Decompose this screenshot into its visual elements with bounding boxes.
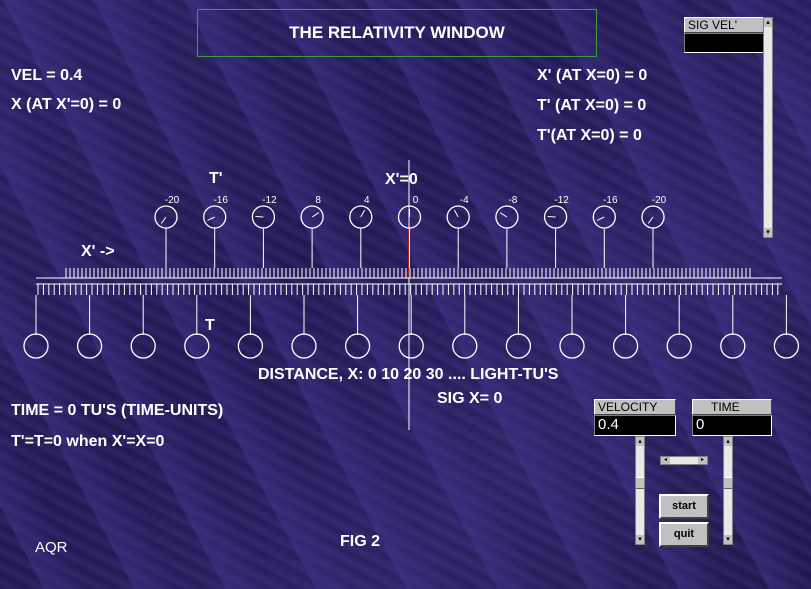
figure-label: FIG 2 (340, 533, 381, 550)
moving-clock (349, 205, 373, 229)
signal-x-readout: SIG X= 0 (437, 390, 503, 407)
scroll-up-icon[interactable]: ▴ (636, 437, 644, 446)
start-button[interactable]: start (659, 494, 709, 519)
t-clock-label: T (205, 317, 215, 334)
clock-hand (160, 216, 167, 224)
clock-hand (596, 216, 605, 221)
signal-hscrollbar[interactable]: ◂ ▸ (660, 456, 708, 465)
moving-clock (251, 205, 276, 229)
tprime-at-x-readout: T' (AT X=0) = 0 (537, 97, 647, 114)
rest-clock (130, 333, 156, 359)
velocity-field[interactable]: 0.4 (594, 415, 676, 436)
moving-clock-reading: -12 (554, 195, 569, 206)
moving-clock (154, 205, 178, 229)
x-at-xprime-readout: X (AT X'=0) = 0 (11, 96, 122, 113)
scroll-right-icon[interactable]: ▸ (698, 457, 707, 464)
scroll-up-icon[interactable]: ▴ (724, 437, 732, 446)
rest-clock (720, 333, 746, 359)
rest-clock (505, 333, 532, 359)
time-scrollbar[interactable]: ▴ ▾ (723, 436, 733, 545)
clock-hand (311, 212, 320, 218)
moving-clock-reading: -16 (603, 195, 618, 206)
clock-hand (547, 215, 556, 218)
scroll-left-icon[interactable]: ◂ (661, 457, 670, 464)
rest-clock (291, 333, 317, 359)
time-readout: TIME = 0 TU'S (TIME-UNITS) (11, 402, 224, 419)
moving-clock-reading: -16 (213, 195, 228, 206)
velocity-scrollbar[interactable]: ▴ ▾ (635, 436, 645, 545)
rest-clock (344, 333, 371, 359)
clock-hand (499, 212, 508, 218)
velocity-scroll-thumb[interactable] (636, 477, 644, 489)
moving-clock (495, 205, 519, 229)
rest-clock (237, 333, 264, 359)
time-scroll-thumb[interactable] (724, 477, 732, 489)
xprime-direction-label: X' -> (81, 243, 115, 260)
clock-hand (453, 209, 459, 218)
moving-clock (641, 205, 665, 229)
time-field[interactable]: 0 (692, 415, 772, 436)
moving-clock (592, 205, 616, 229)
rest-clock (23, 333, 49, 359)
author-label: AQR (35, 539, 68, 556)
moving-clock-reading: -4 (460, 195, 469, 206)
scroll-down-icon[interactable]: ▾ (764, 228, 772, 237)
rest-clock (76, 333, 103, 359)
title-box: THE RELATIVITY WINDOW (197, 9, 597, 57)
moving-clock (446, 205, 470, 229)
scroll-up-icon[interactable]: ▴ (764, 18, 772, 27)
moving-clock-reading: 4 (364, 195, 370, 206)
clock-hand (647, 216, 654, 224)
scroll-down-icon[interactable]: ▾ (636, 535, 644, 544)
moving-clock (300, 205, 324, 229)
rest-clock (612, 333, 639, 359)
clock-hand (207, 216, 215, 221)
xprime-origin-label: X'=0 (385, 171, 418, 188)
sync-note: T'=T=0 when X'=X=0 (11, 433, 165, 450)
clock-hand (360, 209, 366, 218)
moving-clock-reading: -8 (508, 195, 517, 206)
sig-vel-scrollbar[interactable]: ▴ ▾ (763, 17, 773, 238)
distance-scale-label: DISTANCE, X: 0 10 20 30 .... LIGHT-TU'S (258, 366, 559, 383)
rest-clock (773, 333, 800, 359)
time-label: TIME (692, 399, 772, 415)
rest-clock (398, 333, 424, 359)
window-title: THE RELATIVITY WINDOW (289, 23, 505, 42)
rest-clock (184, 333, 210, 359)
quit-button[interactable]: quit (659, 522, 709, 547)
scroll-down-icon[interactable]: ▾ (724, 535, 732, 544)
moving-clock-reading: 0 (413, 195, 419, 206)
velocity-readout: VEL = 0.4 (11, 67, 83, 84)
moving-clock-reading: 8 (315, 195, 321, 206)
tprime-clock-label: T' (209, 170, 223, 187)
moving-clock-reading: -12 (262, 195, 277, 206)
rest-clock (452, 333, 478, 359)
rest-clock (666, 333, 692, 359)
moving-clock-reading: -20 (165, 195, 180, 206)
clock-hand (255, 215, 264, 218)
moving-clock (397, 205, 422, 229)
moving-clock (543, 205, 568, 229)
tprime-at-x-readout-2: T'(AT X=0) = 0 (537, 127, 642, 144)
velocity-label: VELOCITY (594, 399, 676, 415)
moving-clock (203, 205, 227, 229)
rest-clock (559, 333, 585, 359)
xprime-at-x-readout: X' (AT X=0) = 0 (537, 67, 648, 84)
moving-clock-reading: -20 (652, 195, 667, 206)
